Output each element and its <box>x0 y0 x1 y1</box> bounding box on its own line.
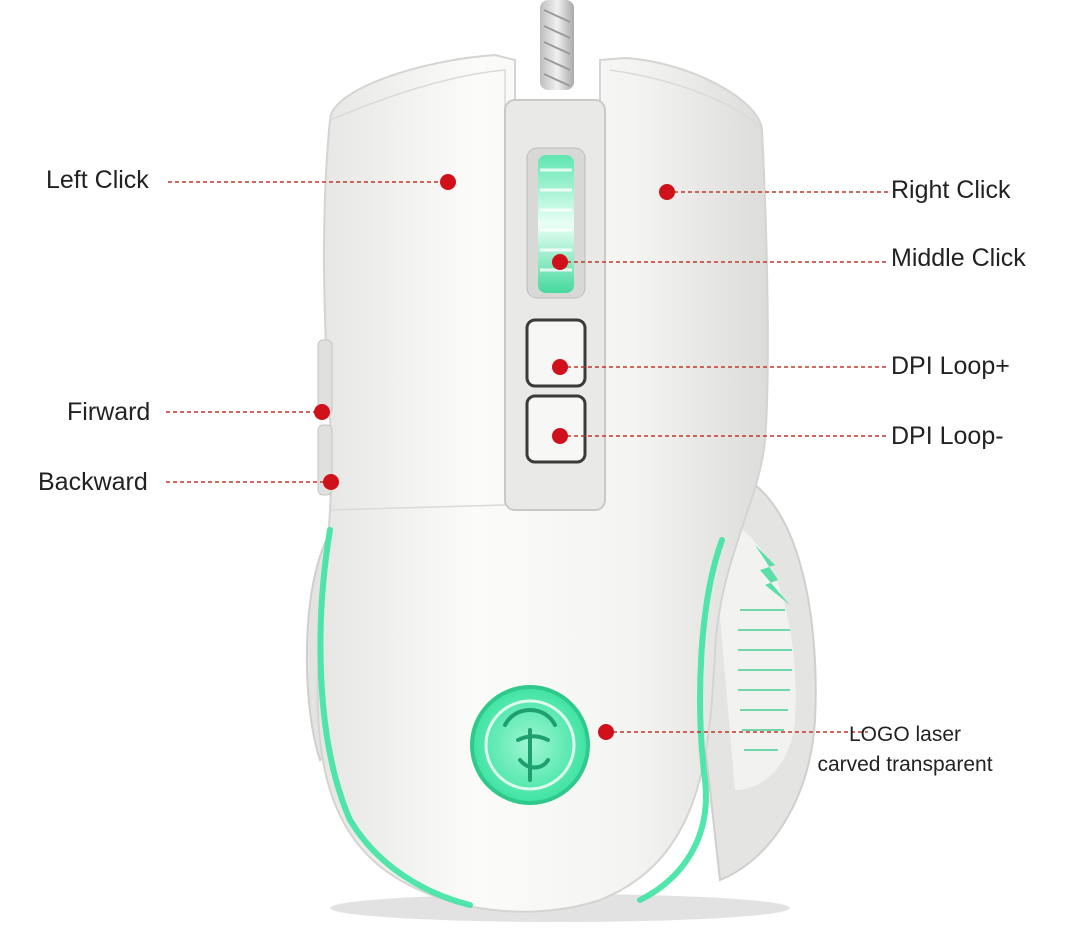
glow-strip-left <box>317 527 473 908</box>
left-button-panel <box>329 69 506 511</box>
grip-texture <box>738 609 792 751</box>
label-dpi-loop-plus: DPI Loop+ <box>891 352 1010 380</box>
marker-forward <box>314 404 330 420</box>
marker-middle-click <box>552 254 568 270</box>
label-dpi-loop-minus: DPI Loop- <box>891 422 1004 450</box>
marker-right-click <box>659 184 675 200</box>
callout-markers <box>314 174 675 740</box>
side-button-forward <box>317 339 333 416</box>
label-backward: Backward <box>38 468 148 496</box>
mouse-body <box>316 53 769 913</box>
marker-logo <box>598 724 614 740</box>
lightning-mark <box>755 545 790 605</box>
label-middle-click: Middle Click <box>891 244 1026 272</box>
label-right-click: Right Click <box>891 176 1011 204</box>
marker-left-click <box>440 174 456 190</box>
label-logo-line1: LOGO laser <box>848 723 962 746</box>
label-left-click: Left Click <box>46 166 149 194</box>
dpi-minus-button <box>525 394 587 464</box>
label-logo: LOGO laser carved transparent <box>800 720 1010 781</box>
marker-dpi-minus <box>552 428 568 444</box>
marker-dpi-plus <box>552 359 568 375</box>
dpi-plus-button <box>525 318 587 388</box>
scorpion-logo-icon <box>470 685 590 805</box>
label-forward: Firward <box>67 398 151 426</box>
glow-strip-right <box>637 537 725 903</box>
scroll-wheel <box>526 147 586 299</box>
right-button-panel <box>609 69 763 131</box>
leader-lines <box>166 181 888 733</box>
usb-cable <box>540 0 574 90</box>
marker-backward <box>323 474 339 490</box>
label-logo-line2: carved transparent <box>817 753 993 777</box>
